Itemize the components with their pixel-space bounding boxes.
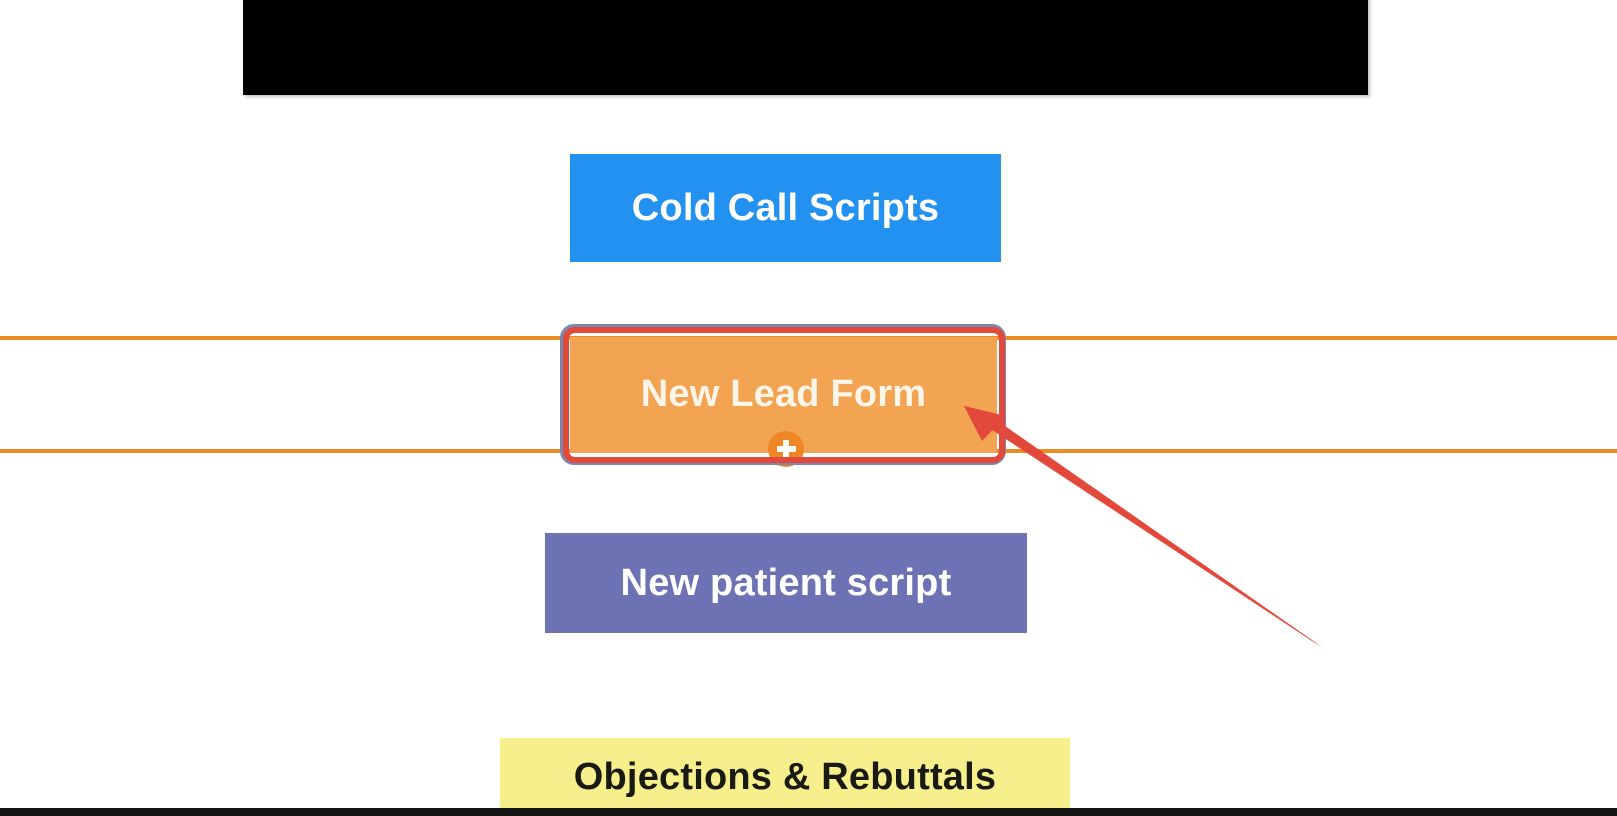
- plus-vertical-bar: [783, 439, 789, 459]
- button-cold-call-scripts[interactable]: Cold Call Scripts: [570, 154, 1001, 262]
- button-label: New patient script: [620, 561, 952, 604]
- button-label: Cold Call Scripts: [631, 186, 940, 229]
- button-new-patient-script[interactable]: New patient script: [545, 533, 1027, 633]
- top-black-banner: [243, 0, 1368, 95]
- button-label: New Lead Form: [640, 373, 927, 415]
- button-label: Objections & Rebuttals: [573, 756, 997, 798]
- selection-outline-highlight: [563, 327, 1005, 463]
- button-objections-rebuttals[interactable]: Objections & Rebuttals: [500, 738, 1070, 816]
- bottom-dark-strip: [0, 808, 1617, 816]
